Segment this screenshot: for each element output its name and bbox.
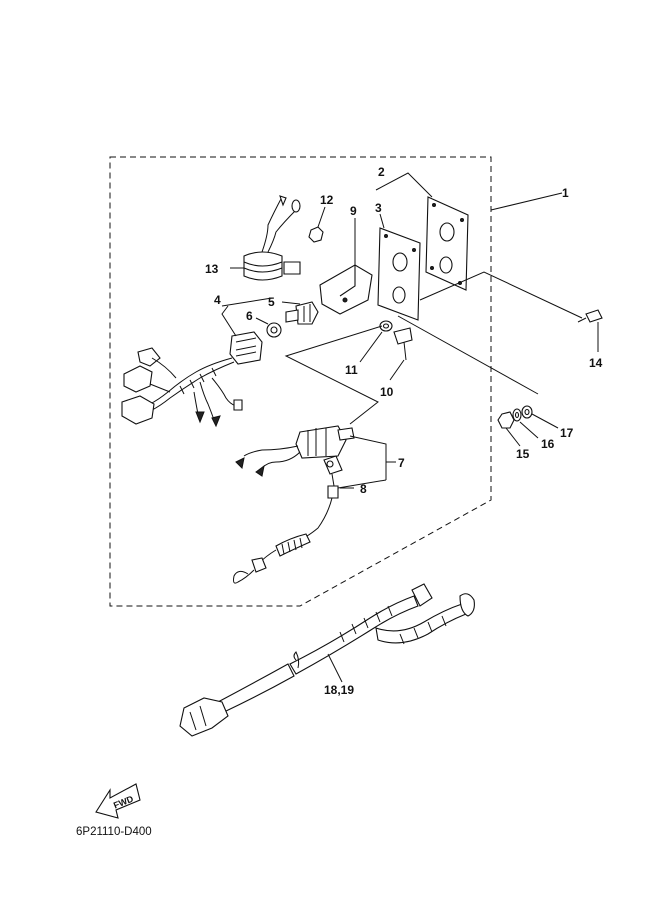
callout-4: 4 [214, 293, 221, 307]
leader-3 [379, 213, 385, 229]
assembly-boundary [109, 156, 492, 607]
leader-16 [519, 421, 539, 439]
washer-17 [521, 405, 533, 419]
leader-2 [375, 172, 433, 198]
stop-switch-7 [235, 425, 355, 477]
callout-18-19: 18,19 [324, 683, 354, 697]
leader-5 [281, 301, 301, 305]
connector-line-a [419, 271, 583, 319]
callout-17: 17 [560, 426, 574, 440]
callout-11: 11 [345, 363, 358, 377]
callout-14: 14 [589, 356, 603, 370]
nut-12 [308, 226, 324, 243]
callout-15: 15 [516, 447, 530, 461]
washer-16 [512, 408, 522, 422]
connector-line-b [397, 315, 539, 395]
leader-10 [389, 359, 405, 381]
fwd-arrow-icon: FWD [95, 783, 141, 819]
diagram-code: 6P21110-D400 [76, 826, 152, 838]
screw-14 [577, 309, 603, 323]
callout-10: 10 [380, 385, 394, 399]
callout-9: 9 [350, 204, 357, 218]
connector-line-c [284, 325, 383, 425]
callout-8: 8 [360, 482, 367, 496]
grommet-13 [243, 195, 301, 281]
harness-4 [121, 331, 263, 428]
bolt-10 [393, 327, 413, 361]
leader-17 [531, 413, 559, 429]
switch-5 [285, 301, 319, 325]
bracket-9 [319, 264, 373, 315]
callout-3: 3 [375, 201, 382, 215]
callout-13: 13 [205, 262, 219, 276]
lanyard-8 [233, 455, 343, 584]
leader-4 [221, 305, 237, 337]
washer-6 [266, 322, 282, 338]
leader-1 [490, 192, 563, 211]
extension-harness-18-19 [179, 583, 475, 737]
callout-7: 7 [398, 456, 405, 470]
callout-2: 2 [378, 165, 385, 179]
leader-6 [255, 317, 269, 325]
leader-11 [359, 331, 383, 363]
callout-12: 12 [320, 193, 334, 207]
callout-1: 1 [562, 186, 569, 200]
callout-16: 16 [541, 437, 555, 451]
leader-4b [221, 297, 273, 307]
leader-7 [337, 435, 396, 489]
washer-11 [379, 320, 393, 332]
leader-15 [505, 427, 521, 447]
callout-6: 6 [246, 309, 253, 323]
callout-5: 5 [268, 295, 275, 309]
leader-18-19 [327, 653, 343, 683]
bracket-plates [377, 196, 469, 321]
nut-15 [497, 411, 515, 429]
leader-12 [317, 206, 326, 228]
